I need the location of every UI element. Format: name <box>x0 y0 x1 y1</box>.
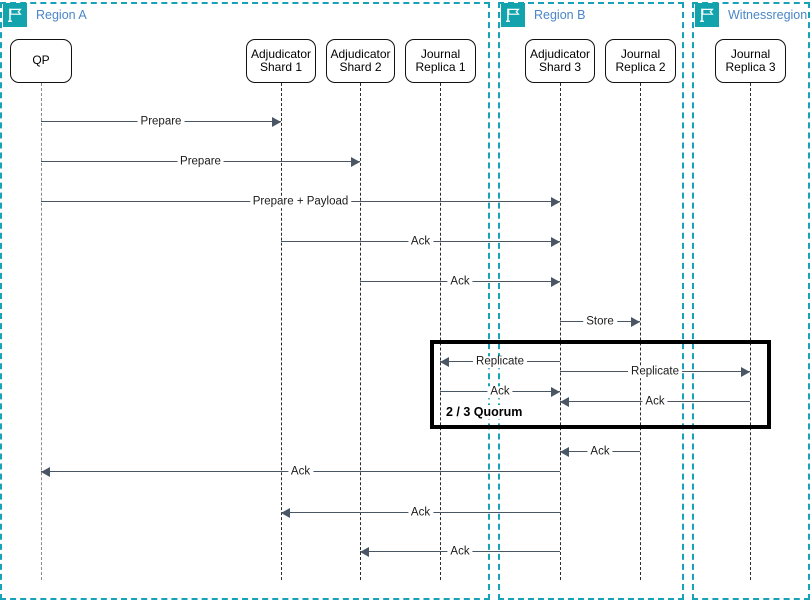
message-label-m1: Prepare <box>137 116 185 128</box>
participant-label-line1: Adjudicator <box>250 46 312 61</box>
arrowhead-m13 <box>281 507 290 518</box>
lifeline-as1 <box>281 83 282 580</box>
arrowhead-m9 <box>551 386 560 397</box>
region-header-region-witness[interactable]: Witnessregion <box>695 3 807 27</box>
lifeline-qp <box>41 83 42 580</box>
lifeline-jr3 <box>750 83 751 580</box>
message-label-m10: Ack <box>642 396 668 408</box>
region-label: Region B <box>534 7 586 22</box>
participant-label-line1: Journal <box>620 46 661 61</box>
participant-label-line1: Journal <box>420 46 461 61</box>
participant-label-line2: Shard 1 <box>259 60 302 74</box>
message-label-m11: Ack <box>587 446 613 458</box>
lifeline-jr1 <box>440 83 441 580</box>
message-label-m13: Ack <box>407 507 434 519</box>
flag-icon <box>501 3 525 27</box>
arrowhead-m3 <box>551 196 560 207</box>
lifeline-as2 <box>360 83 361 580</box>
arrowhead-m6 <box>631 316 640 327</box>
fragment-quorum <box>430 340 771 429</box>
arrowhead-m10 <box>560 396 569 407</box>
arrowhead-m4 <box>551 236 560 247</box>
message-label-m12: Ack <box>287 466 314 478</box>
region-frame-region-a <box>0 2 490 600</box>
message-label-m7: Replicate <box>473 356 527 368</box>
arrowhead-m7 <box>440 356 449 367</box>
arrowhead-m14 <box>360 546 369 557</box>
message-label-m5: Ack <box>447 276 473 288</box>
arrowhead-m11 <box>560 446 569 457</box>
lifeline-jr2 <box>640 83 641 580</box>
region-label: Witnessregion <box>728 7 808 22</box>
participant-label-line2: Replica 1 <box>415 60 466 74</box>
message-label-m3: Prepare + Payload <box>249 196 352 208</box>
message-label-m14: Ack <box>447 546 473 558</box>
region-frame-region-b <box>498 2 684 600</box>
message-label-m8: Replicate <box>628 366 682 378</box>
region-header-region-b[interactable]: Region B <box>501 3 585 27</box>
lifeline-as3 <box>560 83 561 580</box>
arrowhead-m1 <box>272 116 281 127</box>
participant-label-line1: Journal <box>730 46 771 61</box>
region-frame-region-witness <box>692 2 810 600</box>
participant-label-line1: QP <box>32 53 50 68</box>
message-label-m6: Store <box>583 316 617 328</box>
arrowhead-m5 <box>551 276 560 287</box>
fragment-label: 2 / 3 Quorum <box>443 405 526 419</box>
flag-icon <box>695 3 719 27</box>
participant-label-line2: Shard 3 <box>538 60 581 74</box>
participant-label-line2: Replica 3 <box>725 60 776 74</box>
participant-label-line1: Adjudicator <box>529 46 591 61</box>
message-label-m4: Ack <box>407 236 434 248</box>
participant-label-line2: Replica 2 <box>615 60 666 74</box>
arrowhead-m2 <box>351 156 360 167</box>
flag-icon <box>3 3 27 27</box>
arrowhead-m12 <box>41 466 50 477</box>
region-header-region-a[interactable]: Region A <box>3 3 87 27</box>
message-label-m9: Ack <box>487 386 513 398</box>
participant-label-line1: Adjudicator <box>330 46 391 61</box>
participant-qp[interactable]: QP <box>10 39 72 83</box>
region-label: Region A <box>36 7 87 22</box>
arrowhead-m8 <box>741 366 750 377</box>
participant-label-line2: Shard 2 <box>339 60 382 74</box>
message-label-m2: Prepare <box>177 156 224 168</box>
